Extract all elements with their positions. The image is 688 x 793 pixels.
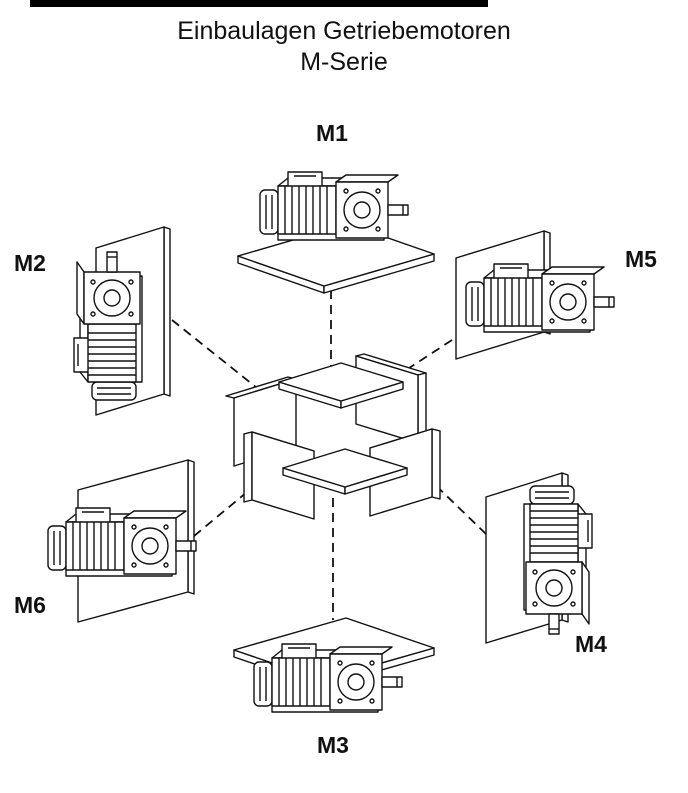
gearmotor-m4-illustration <box>523 485 593 635</box>
cube-bottom-plate <box>282 448 408 495</box>
label-m4: M4 <box>575 631 607 657</box>
label-m3: M3 <box>317 732 349 758</box>
mounting-position-m6 <box>47 459 197 623</box>
cube-top-plate <box>278 362 404 409</box>
label-m5: M5 <box>625 246 657 272</box>
cropped-header-bar <box>30 0 488 7</box>
gearmotor-m2-illustration <box>73 251 143 401</box>
title-line-1: Einbaulagen Getriebemotoren <box>177 17 511 45</box>
label-m1: M1 <box>316 120 348 146</box>
dashed-connector-m2 <box>171 319 263 393</box>
mounting-plate-m1 <box>237 223 435 294</box>
gearmotor-m3-illustration <box>253 643 403 713</box>
title-line-2: M-Serie <box>300 48 388 76</box>
mounting-position-m5 <box>455 230 615 360</box>
mounting-position-m4 <box>485 472 593 644</box>
label-m2: M2 <box>14 250 46 276</box>
center-cube-exploded <box>225 353 441 520</box>
mounting-position-m2 <box>73 226 171 416</box>
gearmotor-m6-illustration <box>47 507 197 577</box>
diagram-title: Einbaulagen Getriebemotoren M-Serie <box>0 16 688 78</box>
label-m6: M6 <box>14 592 46 618</box>
mounting-position-m1 <box>237 171 435 294</box>
mounting-position-m3 <box>233 617 435 713</box>
gearmotor-m5-illustration <box>465 263 615 333</box>
gearmotor-m1-illustration <box>259 171 409 241</box>
